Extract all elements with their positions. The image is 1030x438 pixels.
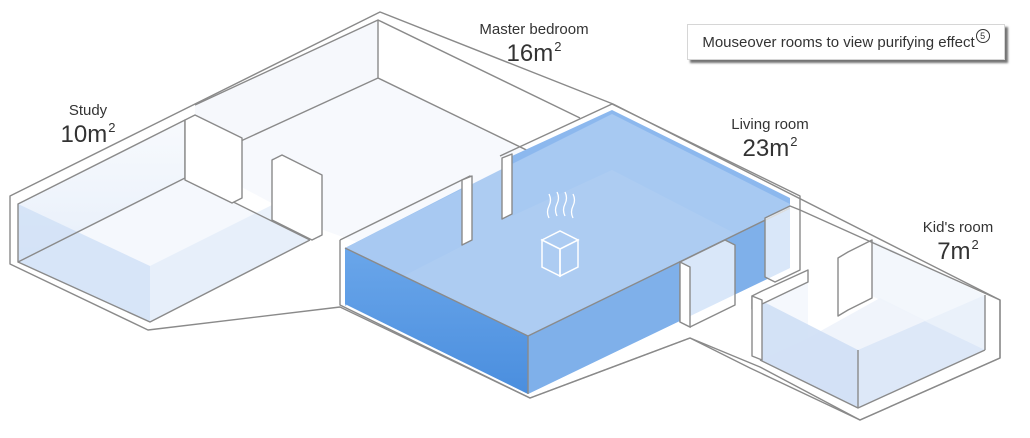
air-purifier-icon	[540, 191, 580, 278]
room-area: 10m2	[60, 120, 116, 149]
hint-text: Mouseover rooms to view purifying effect	[702, 33, 975, 51]
room-area: 23m2	[742, 134, 798, 163]
room-name: Kid's room	[922, 219, 994, 236]
room-label-study[interactable]: Study 10m2	[61, 102, 116, 149]
room-area: 7m2	[937, 237, 979, 266]
room-label-kids-room[interactable]: Kid's room 7m2	[923, 219, 993, 266]
room-label-living-room[interactable]: Living room 23m2	[731, 116, 809, 163]
room-study[interactable]	[17, 119, 311, 323]
room-area: 16m2	[506, 39, 562, 68]
hint-tooltip: Mouseover rooms to view purifying effect…	[687, 24, 1005, 60]
footnote-marker[interactable]: 5	[975, 29, 990, 43]
room-name: Living room	[731, 116, 809, 133]
room-name: Master bedroom	[479, 21, 589, 38]
room-kids-room[interactable]	[759, 240, 986, 409]
room-label-master-bedroom[interactable]: Master bedroom 16m2	[479, 21, 588, 68]
room-name: Study	[68, 102, 108, 119]
